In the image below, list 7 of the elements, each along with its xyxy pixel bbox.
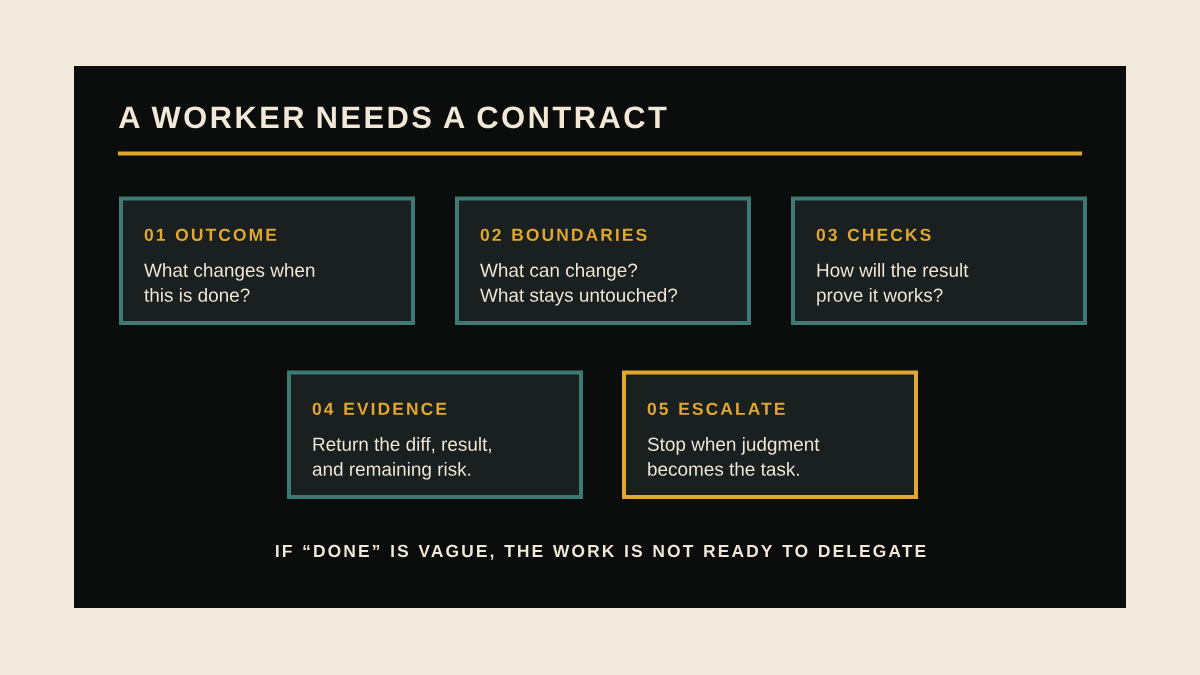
card: 04 EVIDENCE Return the diff, result, and remaining risk. (287, 370, 583, 499)
card: 01 OUTCOME What changes when this is done? (119, 196, 415, 325)
card: 02 BOUNDARIES What can change? What stays untouched? (455, 196, 751, 325)
card: 03 CHECKS How will the result prove it works? (791, 196, 1087, 325)
card: 05 ESCALATE Stop when judgment becomes the task. (622, 370, 918, 499)
title: A WORKER NEEDS A CONTRACT (118, 106, 667, 129)
caption: IF “DONE” IS VAGUE, THE WORK IS NOT READY TO DELEGATE (276, 544, 926, 560)
